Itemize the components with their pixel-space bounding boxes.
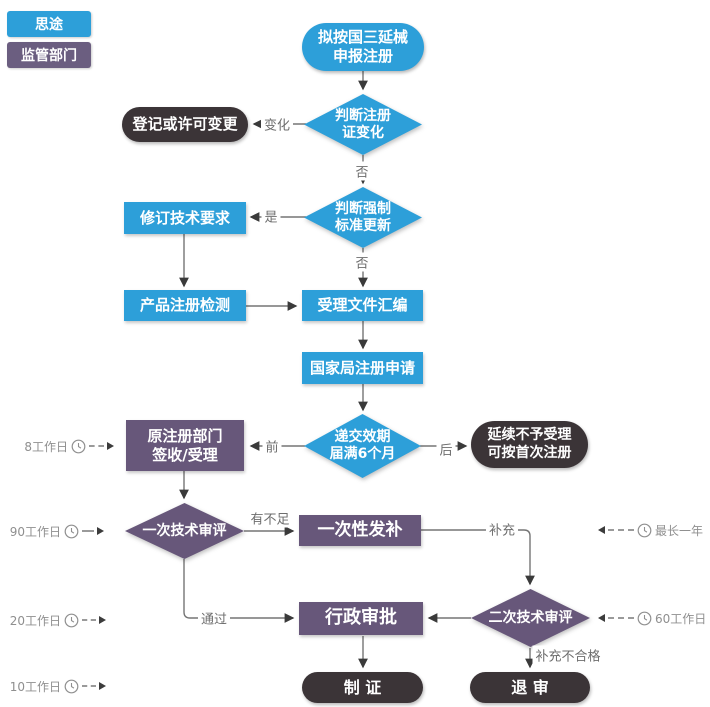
timeline-20-workdays: 20工作日 xyxy=(0,611,106,629)
timeline-label: 90工作日 xyxy=(9,524,61,539)
node-submit-before-expiry: 递交效期 届满6个月 xyxy=(304,414,421,478)
node-administrative-approval: 行政审批 xyxy=(299,602,423,635)
arrow-right-icon xyxy=(107,442,114,450)
timeline-label: 10工作日 xyxy=(9,679,61,694)
node-first-technical-review: 一次技术审评 xyxy=(125,503,244,559)
timeline-90-workdays: 90工作日 xyxy=(0,522,104,540)
legend-company: 思途 xyxy=(7,11,91,37)
edge-label-pass: 通过 xyxy=(197,608,231,628)
clock-icon xyxy=(637,611,652,625)
node-return-review: 退 审 xyxy=(470,672,590,703)
node-second-technical-review: 二次技术审评 xyxy=(471,589,590,647)
timeline-10-workdays: 10工作日 xyxy=(0,677,106,695)
node-revise-tech-requirements: 修订技术要求 xyxy=(124,202,246,234)
node-acceptance-file-compilation: 受理文件汇编 xyxy=(302,290,423,321)
edge-label-supplement: 补充 xyxy=(485,519,519,539)
clock-icon xyxy=(64,524,79,538)
dashed-line xyxy=(82,530,94,532)
node-start: 拟按国三延械 申报注册 xyxy=(302,23,424,71)
node-issue-certificate: 制 证 xyxy=(302,672,423,703)
arrow-left-icon xyxy=(598,526,605,534)
node-product-registration-test: 产品注册检测 xyxy=(124,290,246,321)
timeline-label: 20工作日 xyxy=(9,613,61,628)
node-check-cert-change: 判断注册 证变化 xyxy=(304,94,422,155)
edge-label-supplement-fail: 补充不合格 xyxy=(532,645,604,665)
timeline-label: 60工作日 xyxy=(655,611,707,626)
dashed-line xyxy=(82,685,96,687)
node-renewal-rejected: 延续不予受理 可按首次注册 xyxy=(471,421,588,468)
clock-icon xyxy=(71,439,86,453)
edge-label-no-1: 否 xyxy=(352,161,372,181)
dashed-line xyxy=(608,617,634,619)
timeline-label: 8工作日 xyxy=(24,439,68,454)
node-register-or-license-change: 登记或许可变更 xyxy=(122,107,248,142)
node-national-bureau-application: 国家局注册申请 xyxy=(302,352,423,384)
timeline-label: 最长一年 xyxy=(655,523,704,538)
node-one-time-supplement: 一次性发补 xyxy=(299,515,421,546)
node-original-dept-accept: 原注册部门 签收/受理 xyxy=(126,420,244,471)
edge-label-no-2: 否 xyxy=(352,252,372,272)
arrow-right-icon xyxy=(99,682,106,690)
edge-label-before: 前 xyxy=(262,436,282,456)
arrow-right-icon xyxy=(97,527,104,535)
legend-regulator: 监管部门 xyxy=(7,42,91,68)
dashed-line xyxy=(89,445,104,447)
node-check-standard-update: 判断强制 标准更新 xyxy=(304,187,422,248)
dashed-line xyxy=(608,529,634,531)
clock-icon xyxy=(637,523,652,537)
edge-label-changed: 变化 xyxy=(260,114,294,134)
timeline-max-one-year: 最长一年 xyxy=(598,521,703,539)
clock-icon xyxy=(64,679,79,693)
edge-label-after: 后 xyxy=(436,439,456,459)
timeline-60-workdays: 60工作日 xyxy=(598,609,706,627)
dashed-line xyxy=(82,619,96,621)
arrow-left-icon xyxy=(598,614,605,622)
clock-icon xyxy=(64,613,79,627)
edge-label-yes: 是 xyxy=(261,206,281,226)
timeline-8-workdays: 8工作日 xyxy=(0,437,114,455)
arrow-right-icon xyxy=(99,616,106,624)
edge-label-insufficient: 有不足 xyxy=(247,508,293,528)
